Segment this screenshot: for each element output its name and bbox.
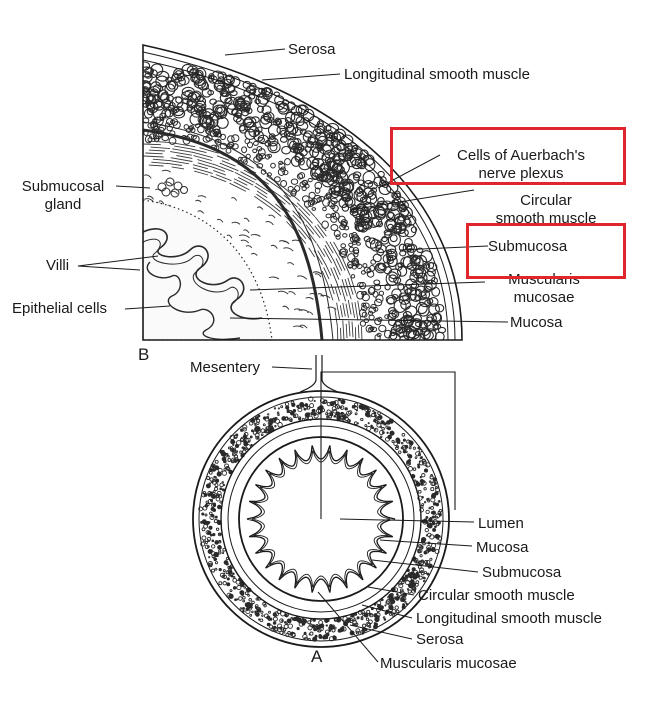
label-epithelial-cells: Epithelial cells [12, 300, 108, 317]
panel-b-leaders [77, 48, 509, 323]
label-mucosa-b: Mucosa [510, 314, 563, 331]
label-submucosa-b: Submucosa [488, 238, 568, 255]
label-auerbach-line1: Cells of Auerbach's [457, 147, 585, 164]
label-longitudinal-muscle-b: Longitudinal smooth muscle [344, 66, 530, 83]
label-mesentery: Mesentery [190, 359, 261, 376]
label-serosa-a: Serosa [416, 631, 464, 648]
label-lumen: Lumen [478, 515, 524, 532]
label-submucosal-gland-line1: Submucosal [21, 178, 105, 195]
circular-muscle-lines [143, 140, 363, 340]
label-auerbach-line2: nerve plexus [478, 165, 564, 182]
label-villi: Villi [46, 257, 70, 274]
label-submucosal-gland-line2: gland [44, 196, 82, 213]
label-circular-line1: Circular [520, 192, 572, 209]
panel-a-cross-section [192, 355, 456, 648]
panel-a-leaders [271, 366, 479, 663]
panel-b-letter: B [138, 345, 150, 364]
highlight-box-submucosa [466, 223, 626, 279]
submucosal-gland [157, 177, 188, 198]
auerbach-plexus-cells [143, 116, 392, 340]
muscle-ring-stipple [198, 396, 443, 642]
label-submucosa-a: Submucosa [482, 564, 562, 581]
highlight-box-auerbach [390, 127, 626, 185]
label-circular-muscle-a: Circular smooth muscle [418, 587, 575, 604]
label-longitudinal-muscle-a: Longitudinal smooth muscle [416, 610, 602, 627]
mucosa-villi-ring [246, 445, 396, 593]
label-muscularis-line2: mucosae [513, 289, 575, 306]
label-serosa-b: Serosa [288, 41, 336, 58]
panel-b-outline [142, 44, 463, 341]
label-mucosa-a: Mucosa [476, 539, 529, 556]
mesentery [299, 355, 339, 393]
label-circular-line2: smooth muscle [495, 210, 597, 227]
muscularis-mucosae-line [143, 128, 324, 340]
label-muscularis-line1: Muscularis [508, 271, 580, 288]
panel-b-wedge [143, 61, 447, 340]
longitudinal-muscle-cells [143, 61, 447, 340]
detail-bracket [320, 371, 456, 519]
panel-a-letter: A [311, 647, 323, 666]
label-muscularis-mucosae-a: Muscularis mucosae [380, 655, 517, 672]
mucosa-zone [143, 199, 273, 340]
